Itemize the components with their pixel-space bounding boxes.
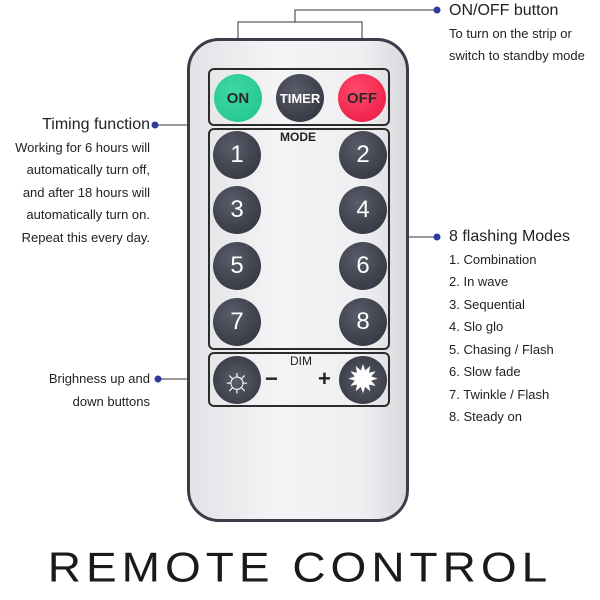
- onoff-line: To turn on the strip or: [449, 25, 572, 41]
- timing-line: automatically turn on.: [26, 207, 150, 222]
- mode-item: 8. Steady on: [449, 409, 522, 424]
- mode-item: 7. Twinkle / Flash: [449, 386, 550, 402]
- timing-line: and after 18 hours will: [22, 184, 150, 200]
- mode-item: 1. Combination: [449, 251, 537, 267]
- plus-sign: +: [318, 366, 331, 391]
- sun-icon: ☼: [221, 360, 253, 399]
- off-label: OFF: [347, 89, 377, 107]
- timing-line: automatically turn off,: [26, 162, 150, 177]
- mode-item: 2. In wave: [449, 274, 509, 289]
- brightness-annotation: Brighness up and down buttons: [0, 368, 150, 413]
- on-label: ON: [226, 89, 250, 107]
- mode-section: [208, 128, 390, 350]
- mode-8-button[interactable]: 8: [339, 298, 387, 346]
- on-button[interactable]: ON: [214, 74, 262, 122]
- dim-section: [208, 352, 390, 407]
- mode-5-button[interactable]: 5: [213, 242, 261, 290]
- onoff-annotation: ON/OFF button To turn on the strip or sw…: [449, 0, 585, 68]
- timing-annotation: Timing function Working for 6 hours will…: [0, 114, 150, 249]
- footer-title: REMOTE CONTROL: [47, 543, 553, 591]
- timing-line: Working for 6 hours will: [15, 139, 150, 155]
- dim-label: DIM: [290, 354, 312, 368]
- mode-label: MODE: [280, 130, 316, 144]
- timing-title: Timing function: [42, 116, 150, 133]
- mode-3-button[interactable]: 3: [213, 186, 261, 234]
- mode-item: 5. Chasing / Flash: [449, 341, 554, 357]
- modes-annotation: 8 flashing Modes 1. Combination 2. In wa…: [449, 226, 570, 429]
- minus-sign: −: [265, 366, 278, 391]
- brightness-line: Brighness up and: [48, 371, 150, 386]
- mode-6-button[interactable]: 6: [339, 242, 387, 290]
- mode-item: 4. Slo glo: [449, 319, 504, 334]
- modes-title: 8 flashing Modes: [449, 228, 570, 245]
- dim-down-button[interactable]: ☼: [213, 356, 261, 404]
- mode-7-button[interactable]: 7: [213, 298, 261, 346]
- power-section: [208, 68, 390, 126]
- timing-line: Repeat this every day.: [21, 229, 150, 245]
- dim-up-button[interactable]: ✹: [339, 356, 387, 404]
- mode-4-button[interactable]: 4: [339, 186, 387, 234]
- brightness-line: down buttons: [72, 393, 150, 409]
- mode-1-button[interactable]: 1: [213, 131, 261, 179]
- onoff-line: switch to standby mode: [449, 48, 585, 63]
- timer-label: TIMER: [279, 90, 321, 106]
- off-button[interactable]: OFF: [338, 74, 386, 122]
- mode-2-button[interactable]: 2: [339, 131, 387, 179]
- mode-item: 3. Sequential: [449, 296, 525, 312]
- timer-button[interactable]: TIMER: [276, 74, 324, 122]
- sun-bright-icon: ✹: [348, 361, 378, 399]
- onoff-title: ON/OFF button: [449, 2, 559, 19]
- mode-item: 6. Slow fade: [449, 364, 521, 379]
